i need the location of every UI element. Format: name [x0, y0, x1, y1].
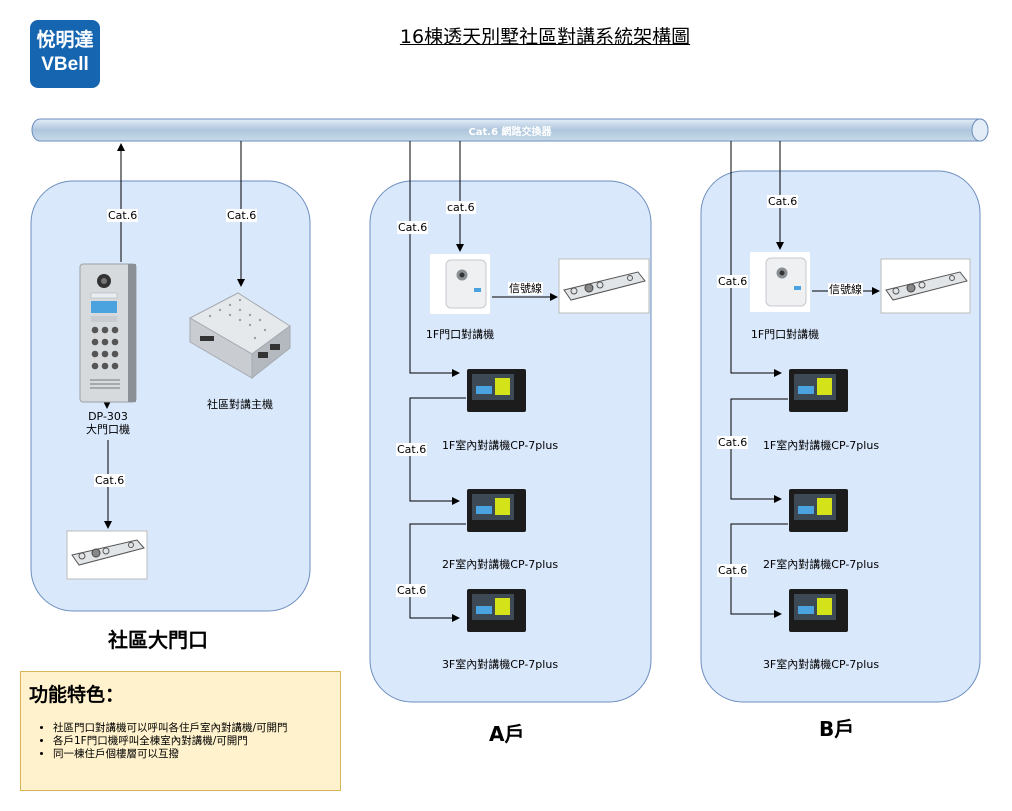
house-b-title: B戶 [819, 717, 855, 741]
b-indoor-2f-caption: 2F室內對講機CP-7plus [762, 558, 880, 571]
a-indoor-2f-caption: 2F室內對講機CP-7plus [441, 558, 559, 571]
door-unit-model: DP-303 [88, 410, 128, 423]
diagram-title: 16棟透天別墅社區對講系統架構圖 [399, 26, 691, 48]
logo-line1: 悅明達 [36, 29, 94, 51]
a-3f-line [409, 523, 466, 622]
gate-uplink-cable-label: Cat.6 [107, 209, 139, 222]
vbell-logo: 悅明達 VBell [30, 20, 100, 88]
door-unit-dp303-image [79, 263, 137, 403]
a-indoor-1f-caption: 1F室內對講機CP-7plus [441, 439, 559, 452]
a-2f-cable-label: Cat.6 [396, 443, 428, 456]
features-title: 功能特色： [29, 684, 125, 706]
b-indoor-1f-caption: 1F室內對講機CP-7plus [762, 439, 880, 452]
feature-item: 社區門口對講機可以呼叫各住戶室內對講機/可開門 [53, 722, 353, 735]
a-indoor-2f-image [467, 489, 526, 532]
gate-zone-title: 社區大門口 [108, 628, 208, 652]
logo-line2: VBell [41, 54, 89, 75]
community-host-image [188, 292, 291, 380]
door-unit-caption: DP-303 大門口機 [70, 410, 146, 436]
a-outdoor-unit-image [430, 254, 490, 314]
feature-item: 各戶1F門口機呼叫全棟室內對講機/可開門 [53, 735, 353, 748]
gate-lock-cable-label: Cat.6 [94, 474, 126, 487]
b-main-cable-label: Cat.6 [717, 275, 749, 288]
b-indoor-1f-image [789, 369, 848, 412]
switch-label: Cat.6 網路交換器 [468, 127, 552, 138]
a-indoor-3f-caption: 3F室內對講機CP-7plus [441, 658, 559, 671]
a-indoor-1f-image [467, 369, 526, 412]
a-signal-label: 信號線 [508, 282, 543, 295]
b-main-line [730, 141, 782, 377]
a-outdoor-caption: 1F門口對講機 [425, 328, 495, 341]
house-a-title: A戶 [489, 722, 525, 746]
network-switch-bus [31, 118, 989, 142]
features-box: 功能特色： 社區門口對講機可以呼叫各住戶室內對講機/可開門 各戶1F門口機呼叫全… [20, 671, 341, 791]
a-outdoor-cable-label: cat.6 [446, 201, 476, 214]
b-outdoor-cable-label: Cat.6 [767, 195, 799, 208]
b-outdoor-caption: 1F門口對講機 [750, 328, 820, 341]
b-3f-cable-label: Cat.6 [717, 564, 749, 577]
a-3f-cable-label: Cat.6 [396, 584, 428, 597]
b-2f-line [730, 398, 788, 503]
features-list: 社區門口對講機可以呼叫各住戶室內對講機/可開門 各戶1F門口機呼叫全棟室內對講機… [31, 722, 353, 761]
b-indoor-3f-caption: 3F室內對講機CP-7plus [762, 658, 880, 671]
gate-lock-image [66, 530, 148, 580]
b-lock-image [880, 258, 971, 314]
a-lock-image [558, 258, 650, 314]
host-cable-label: Cat.6 [226, 209, 258, 222]
door-unit-name: 大門口機 [86, 423, 130, 436]
a-main-line [409, 141, 460, 377]
b-signal-label: 信號線 [828, 283, 863, 296]
feature-item: 同一棟住戶個樓層可以互撥 [53, 748, 353, 761]
a-main-cable-label: Cat.6 [397, 221, 429, 234]
a-indoor-3f-image [467, 589, 526, 632]
b-indoor-2f-image [789, 489, 848, 532]
b-indoor-3f-image [789, 589, 848, 632]
host-caption: 社區對講主機 [207, 398, 273, 411]
b-outdoor-unit-image [750, 252, 810, 312]
b-2f-cable-label: Cat.6 [717, 436, 749, 449]
